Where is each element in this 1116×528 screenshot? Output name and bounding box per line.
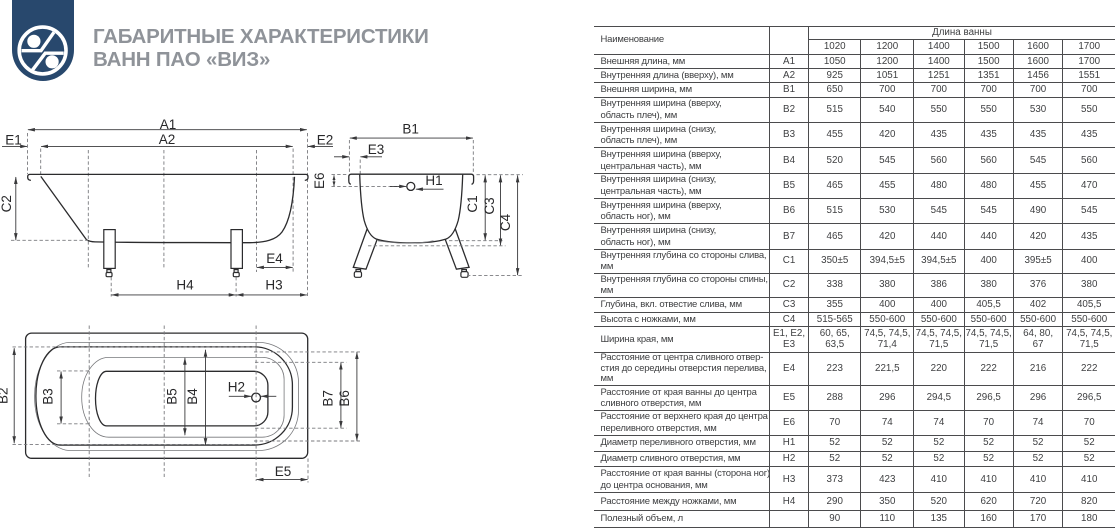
svg-text:B4: B4 (185, 388, 200, 405)
svg-text:C1: C1 (465, 195, 480, 212)
svg-text:E4: E4 (266, 251, 283, 266)
svg-text:E1: E1 (5, 132, 22, 147)
svg-text:C3: C3 (482, 197, 497, 214)
svg-text:H1: H1 (425, 173, 442, 188)
svg-text:E2: E2 (317, 132, 334, 147)
svg-text:C4: C4 (498, 213, 513, 231)
svg-text:B5: B5 (165, 388, 180, 405)
svg-text:E3: E3 (368, 142, 385, 157)
svg-text:H3: H3 (265, 278, 282, 293)
svg-text:B3: B3 (41, 388, 56, 405)
svg-text:B1: B1 (402, 122, 419, 137)
svg-text:E5: E5 (275, 464, 292, 479)
svg-text:B7: B7 (321, 390, 336, 407)
svg-text:H2: H2 (228, 379, 245, 394)
svg-text:E6: E6 (312, 172, 327, 189)
svg-text:H4: H4 (176, 278, 194, 293)
svg-text:B6: B6 (337, 390, 352, 407)
svg-text:A2: A2 (159, 132, 176, 147)
svg-text:B2: B2 (0, 387, 11, 404)
svg-text:C2: C2 (0, 195, 14, 212)
svg-text:A1: A1 (160, 117, 177, 132)
